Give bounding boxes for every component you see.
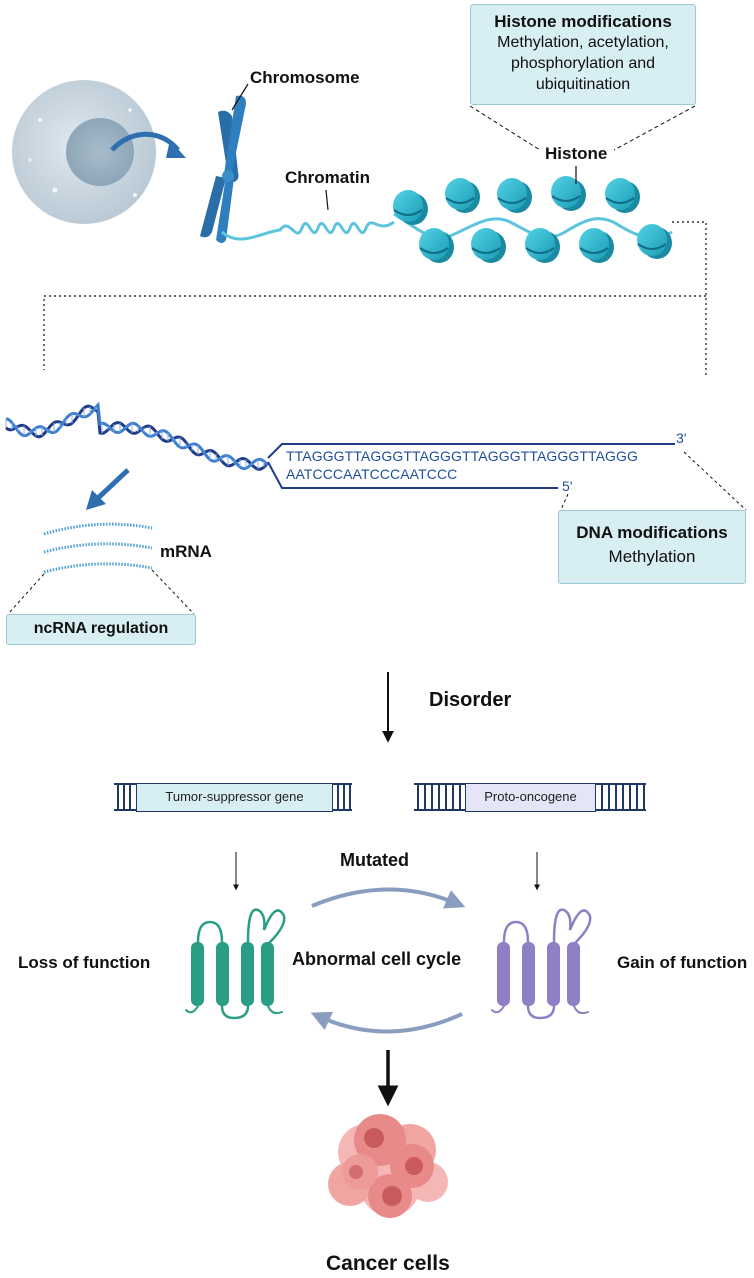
dna-modifications-box: DNA modifications Methylation xyxy=(558,510,746,584)
histone-box-line-2: phosphorylation and xyxy=(510,55,656,72)
histone-box-line-3: ubiquitination xyxy=(535,76,631,93)
zoom-frame xyxy=(43,221,707,378)
cycle-arrow-bottom xyxy=(310,1011,463,1034)
cycle-arrow-top xyxy=(311,887,466,909)
oncogene-protein-icon xyxy=(491,908,592,1020)
gain-of-function-label: Gain of function xyxy=(617,953,748,972)
to-mrna-arrowhead-icon xyxy=(86,490,106,510)
chromatin-label: Chromatin xyxy=(285,168,370,187)
nucleosome-fiber-icon xyxy=(393,176,673,263)
chromosome-label: Chromosome xyxy=(250,68,360,87)
dna-3prime-label: 3' xyxy=(676,430,687,446)
cell-icon xyxy=(12,80,156,224)
dna-top-sequence: TTAGGGTTAGGGTTAGGGTTAGGGTTAGGGTTAGGG xyxy=(286,448,639,464)
histone-label: Histone xyxy=(545,144,608,163)
tumor-suppressor-dna-icon xyxy=(114,783,352,811)
dna-helix-icon xyxy=(5,401,270,471)
tumor-suppressor-gene-box: Tumor-suppressor gene xyxy=(136,783,333,812)
mutated-label: Mutated xyxy=(340,850,409,870)
abnormal-cell-cycle-label: Abnormal cell cycle xyxy=(292,949,462,969)
cancer-cells-label: Cancer cells xyxy=(326,1252,450,1275)
histone-box-leader-right xyxy=(613,105,696,151)
cancer-cells-icon xyxy=(328,1114,448,1218)
chromosome-icon xyxy=(200,95,246,243)
histone-box-leader-left xyxy=(469,105,541,151)
dna-box-title: DNA modifications xyxy=(576,523,728,542)
proto-oncogene-box: Proto-oncogene xyxy=(465,783,596,812)
chromosome-leader xyxy=(231,83,249,111)
histone-box-title: Histone modifications xyxy=(494,12,672,31)
to-mrna-arrow-shaft xyxy=(96,468,130,500)
arrowhead-icon xyxy=(166,140,186,158)
dna-box-leader-right xyxy=(683,451,747,511)
dna-top-strand xyxy=(267,443,675,459)
loss-of-function-label: Loss of function xyxy=(18,953,151,972)
proto-oncogene-dna-icon xyxy=(414,783,646,811)
ncrna-leader-right xyxy=(151,569,195,615)
mrna-strands-icon xyxy=(43,522,153,574)
dna-5prime-label: 5' xyxy=(562,478,573,494)
histone-modifications-box: Histone modifications Methylation, acety… xyxy=(470,4,696,105)
mrna-label: mRNA xyxy=(160,542,212,561)
ncrna-box-title: ncRNA regulation xyxy=(33,620,169,637)
disorder-label: Disorder xyxy=(429,689,512,711)
chromatin-leader xyxy=(325,189,329,211)
dna-box-subtitle: Methylation xyxy=(608,547,696,566)
tumor-suppressor-protein-icon xyxy=(185,908,286,1020)
dna-bottom-strand xyxy=(267,461,558,489)
dna-bottom-sequence: AATCCCAATCCCAATCCC xyxy=(286,466,458,482)
chromatin-coil-icon xyxy=(221,220,395,241)
ncrna-regulation-box: ncRNA regulation xyxy=(6,614,196,645)
ncrna-leader-left xyxy=(7,573,45,615)
histone-box-line-1: Methylation, acetylation, xyxy=(497,34,669,51)
